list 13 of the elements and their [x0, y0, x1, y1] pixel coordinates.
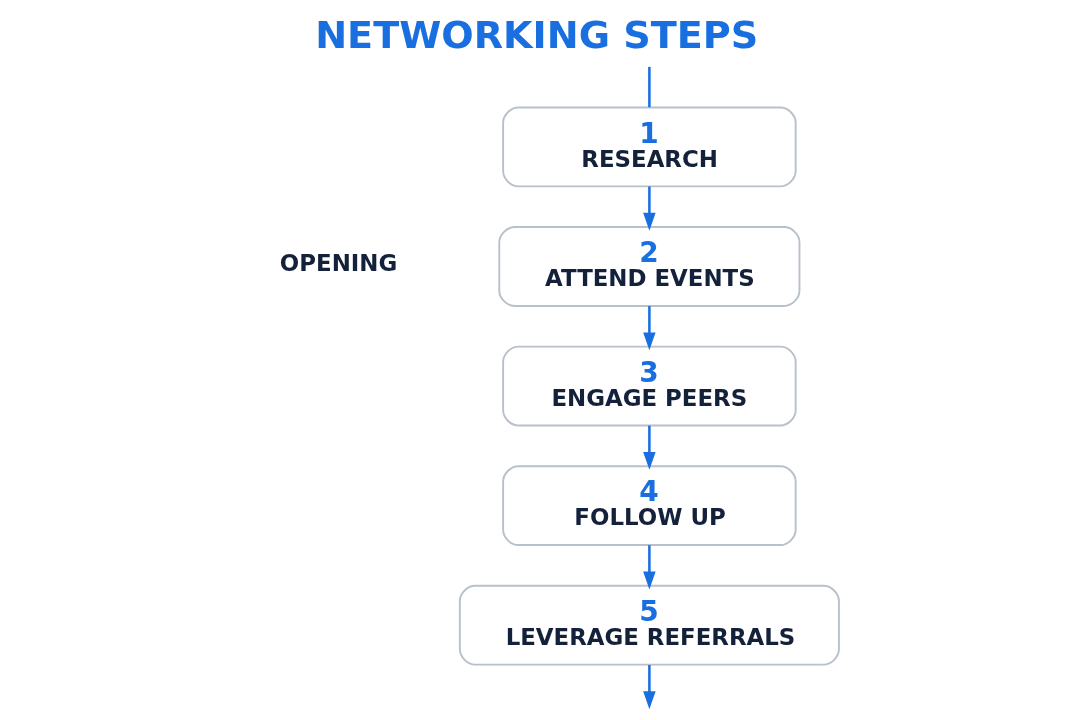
- label: OPENING: [279, 249, 398, 276]
- arrow: [643, 545, 656, 590]
- arrow: [643, 665, 656, 710]
- node-box: 3 ENGAGE PEERS: [502, 345, 797, 427]
- arrow: [643, 425, 656, 470]
- node-box: 1 RESEARCH: [502, 106, 797, 188]
- diagram-title: NETWORKING STEPS: [315, 12, 759, 57]
- node-box: 5 LEVERAGE REFERRALS: [458, 584, 840, 666]
- node-box: 4 FOLLOW UP: [502, 465, 797, 547]
- node-box: 2 ATTEND EVENTS: [498, 226, 801, 307]
- arrow: [643, 306, 656, 351]
- connector: [648, 66, 651, 108]
- arrow: [643, 186, 656, 231]
